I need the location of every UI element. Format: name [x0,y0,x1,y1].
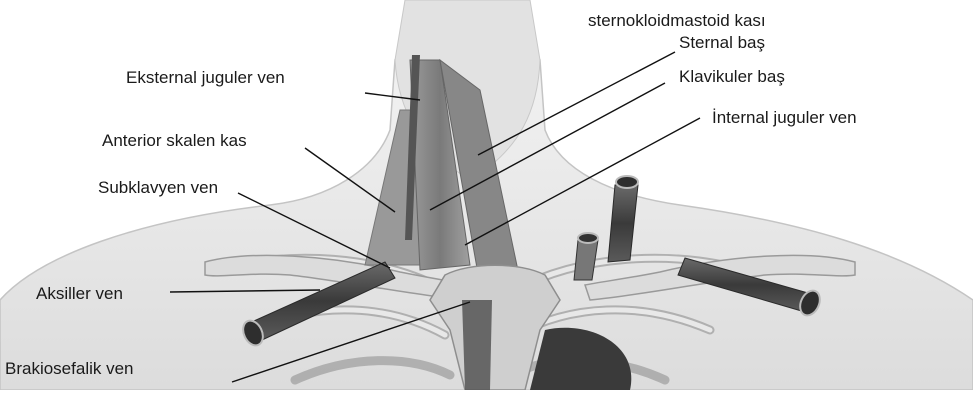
label-sternocleidomastoid: sternokloidmastoid kası [588,12,766,29]
label-axillary: Aksiller ven [36,285,123,302]
label-sternal-head: Sternal baş [679,34,765,51]
label-subclavian: Subklavyen ven [98,179,218,196]
label-external-jugular: Eksternal juguler ven [126,69,285,86]
brachiocephalic-vein [462,300,492,390]
label-clavicular-head: Klavikuler baş [679,68,785,85]
label-internal-jugular: İnternal juguler ven [712,109,857,126]
label-anterior-scalene: Anterior skalen kas [102,132,247,149]
label-brachiocephalic: Brakiosefalik ven [5,360,134,377]
